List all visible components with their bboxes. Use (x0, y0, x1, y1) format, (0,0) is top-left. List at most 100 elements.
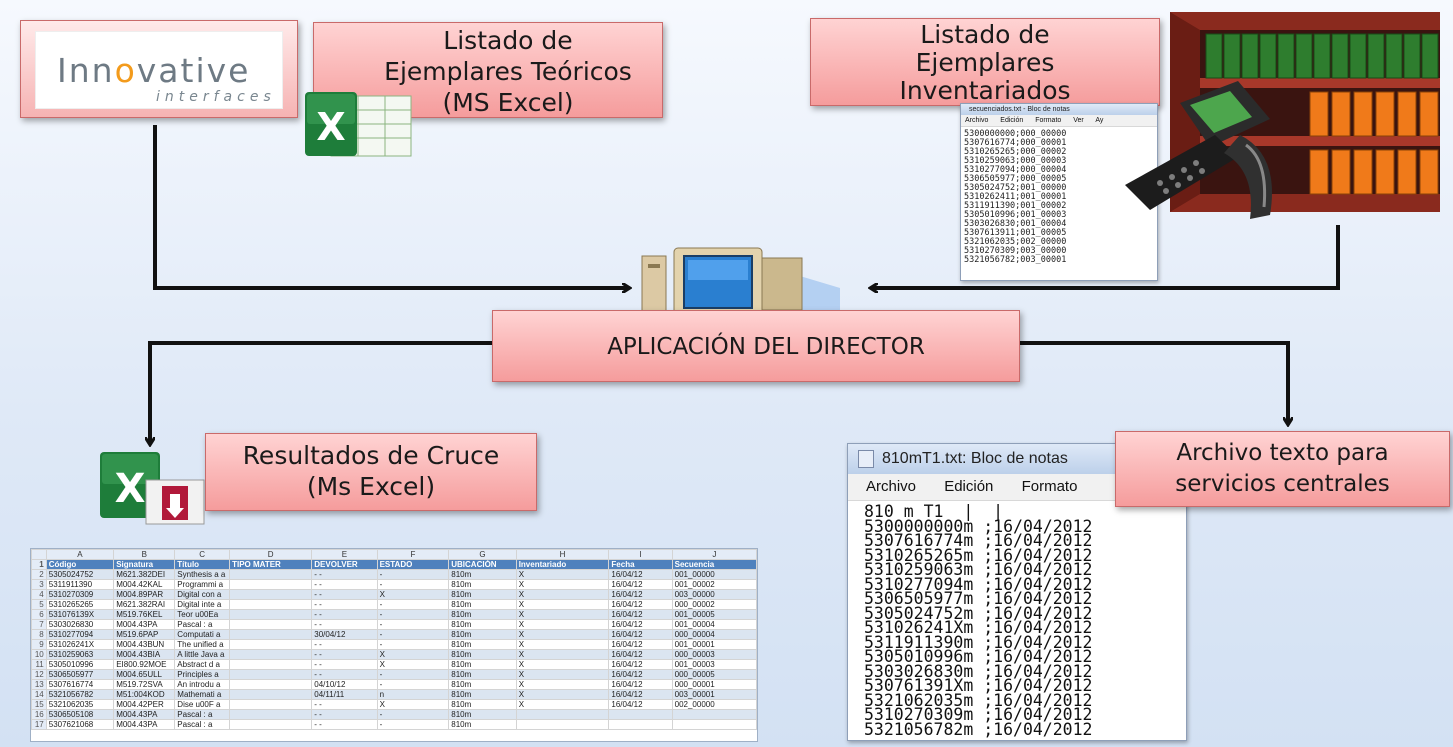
row-number[interactable]: 10 (31, 649, 47, 660)
menu-archivo[interactable]: Archivo (965, 117, 989, 124)
column-letter[interactable]: H (515, 549, 610, 560)
table-cell[interactable] (229, 709, 313, 720)
column-header[interactable]: Código (45, 559, 115, 570)
table-cell[interactable]: Mathemati a (174, 689, 231, 700)
table-cell[interactable]: 810m (448, 659, 517, 670)
column-letter[interactable]: G (448, 549, 517, 560)
row-number[interactable]: 8 (31, 629, 47, 640)
table-cell[interactable]: Pascal : a (174, 709, 231, 720)
table-cell[interactable]: 001_00000 (671, 569, 757, 580)
table-cell[interactable]: - - (311, 709, 378, 720)
table-cell[interactable]: M004.43PA (113, 709, 176, 720)
table-cell[interactable] (229, 659, 313, 670)
table-cell[interactable]: X (515, 639, 610, 650)
table-cell[interactable]: M519.72SVA (113, 679, 176, 690)
table-cell[interactable]: - (376, 639, 450, 650)
table-cell[interactable]: A little Java a (174, 649, 231, 660)
table-cell[interactable]: Pascal : a (174, 619, 231, 630)
table-cell[interactable]: X (515, 649, 610, 660)
table-cell[interactable] (671, 719, 757, 730)
table-cell[interactable]: M621.382RAI (113, 599, 176, 610)
column-letter[interactable]: E (311, 549, 378, 560)
table-cell[interactable]: 810m (448, 689, 517, 700)
table-cell[interactable]: 16/04/12 (608, 699, 673, 710)
table-cell[interactable]: 810m (448, 629, 517, 640)
menu-ayuda[interactable]: Ay (1095, 117, 1104, 124)
table-cell[interactable]: 16/04/12 (608, 679, 673, 690)
table-cell[interactable] (515, 719, 610, 730)
table-cell[interactable]: 04/11/11 (311, 689, 378, 700)
table-cell[interactable]: - - (311, 719, 378, 730)
table-cell[interactable]: 16/04/12 (608, 579, 673, 590)
table-cell[interactable]: Computati a (174, 629, 231, 640)
table-cell[interactable]: 5321056782 (45, 689, 115, 700)
column-letter[interactable]: C (174, 549, 231, 560)
column-header[interactable]: Fecha (608, 559, 673, 570)
table-cell[interactable]: 16/04/12 (608, 609, 673, 620)
table-cell[interactable]: X (376, 589, 450, 600)
column-header[interactable]: DEVOLVER (311, 559, 378, 570)
table-cell[interactable]: X (376, 649, 450, 660)
table-cell[interactable]: 5310270309 (45, 589, 115, 600)
row-number[interactable]: 2 (31, 569, 47, 580)
table-cell[interactable]: X (515, 669, 610, 680)
row-number[interactable]: 6 (31, 609, 47, 620)
table-cell[interactable] (229, 619, 313, 630)
table-cell[interactable]: 5306505108 (45, 709, 115, 720)
table-cell[interactable] (229, 639, 313, 650)
row-number[interactable]: 17 (31, 719, 47, 730)
menu-edicion-big[interactable]: Edición (944, 478, 994, 495)
table-cell[interactable] (229, 589, 313, 600)
table-cell[interactable]: 16/04/12 (608, 629, 673, 640)
table-cell[interactable]: 16/04/12 (608, 689, 673, 700)
menu-archivo-big[interactable]: Archivo (866, 478, 917, 495)
table-cell[interactable]: 810m (448, 569, 517, 580)
table-cell[interactable]: The unified a (174, 639, 231, 650)
row-number[interactable]: 11 (31, 659, 47, 670)
table-cell[interactable]: - (376, 579, 450, 590)
table-cell[interactable]: 5310265265 (45, 599, 115, 610)
table-cell[interactable]: - - (311, 569, 378, 580)
table-cell[interactable]: EI800.92MOE (113, 659, 176, 670)
table-cell[interactable]: - - (311, 589, 378, 600)
table-cell[interactable] (671, 709, 757, 720)
table-cell[interactable]: X (515, 579, 610, 590)
column-letter[interactable]: J (671, 549, 757, 560)
table-cell[interactable]: 5310259063 (45, 649, 115, 660)
table-cell[interactable]: M004.42KAL (113, 579, 176, 590)
table-cell[interactable]: Digital inte a (174, 599, 231, 610)
table-cell[interactable] (229, 629, 313, 640)
menu-ver[interactable]: Ver (1073, 117, 1084, 124)
table-cell[interactable]: X (515, 679, 610, 690)
table-cell[interactable]: 810m (448, 699, 517, 710)
table-cell[interactable]: Digital con a (174, 589, 231, 600)
column-letter[interactable]: A (45, 549, 115, 560)
table-cell[interactable]: 16/04/12 (608, 589, 673, 600)
row-number[interactable]: 4 (31, 589, 47, 600)
table-cell[interactable]: 531076139X (45, 609, 115, 620)
table-cell[interactable]: 16/04/12 (608, 569, 673, 580)
column-header[interactable]: Signatura (113, 559, 176, 570)
table-cell[interactable]: M004.42PER (113, 699, 176, 710)
table-cell[interactable]: 16/04/12 (608, 619, 673, 630)
column-header[interactable]: Secuencia (671, 559, 757, 570)
column-header[interactable]: Título (174, 559, 231, 570)
menu-formato-big[interactable]: Formato (1021, 478, 1078, 495)
table-cell[interactable]: n (376, 689, 450, 700)
table-cell[interactable]: 001_00001 (671, 639, 757, 650)
table-cell[interactable]: M51:004KOD (113, 689, 176, 700)
table-cell[interactable] (229, 699, 313, 710)
column-header[interactable]: UBICACIÓN (448, 559, 517, 570)
table-cell[interactable] (229, 569, 313, 580)
table-cell[interactable]: M004.43BIA (113, 649, 176, 660)
table-cell[interactable]: 810m (448, 639, 517, 650)
table-cell[interactable]: M004.43PA (113, 619, 176, 630)
table-cell[interactable]: X (515, 609, 610, 620)
table-cell[interactable]: - (376, 709, 450, 720)
table-cell[interactable]: 000_00002 (671, 599, 757, 610)
table-cell[interactable]: 003_00000 (671, 589, 757, 600)
table-cell[interactable]: - - (311, 669, 378, 680)
table-cell[interactable] (229, 719, 313, 730)
row-number[interactable]: 16 (31, 709, 47, 720)
table-cell[interactable]: 16/04/12 (608, 639, 673, 650)
